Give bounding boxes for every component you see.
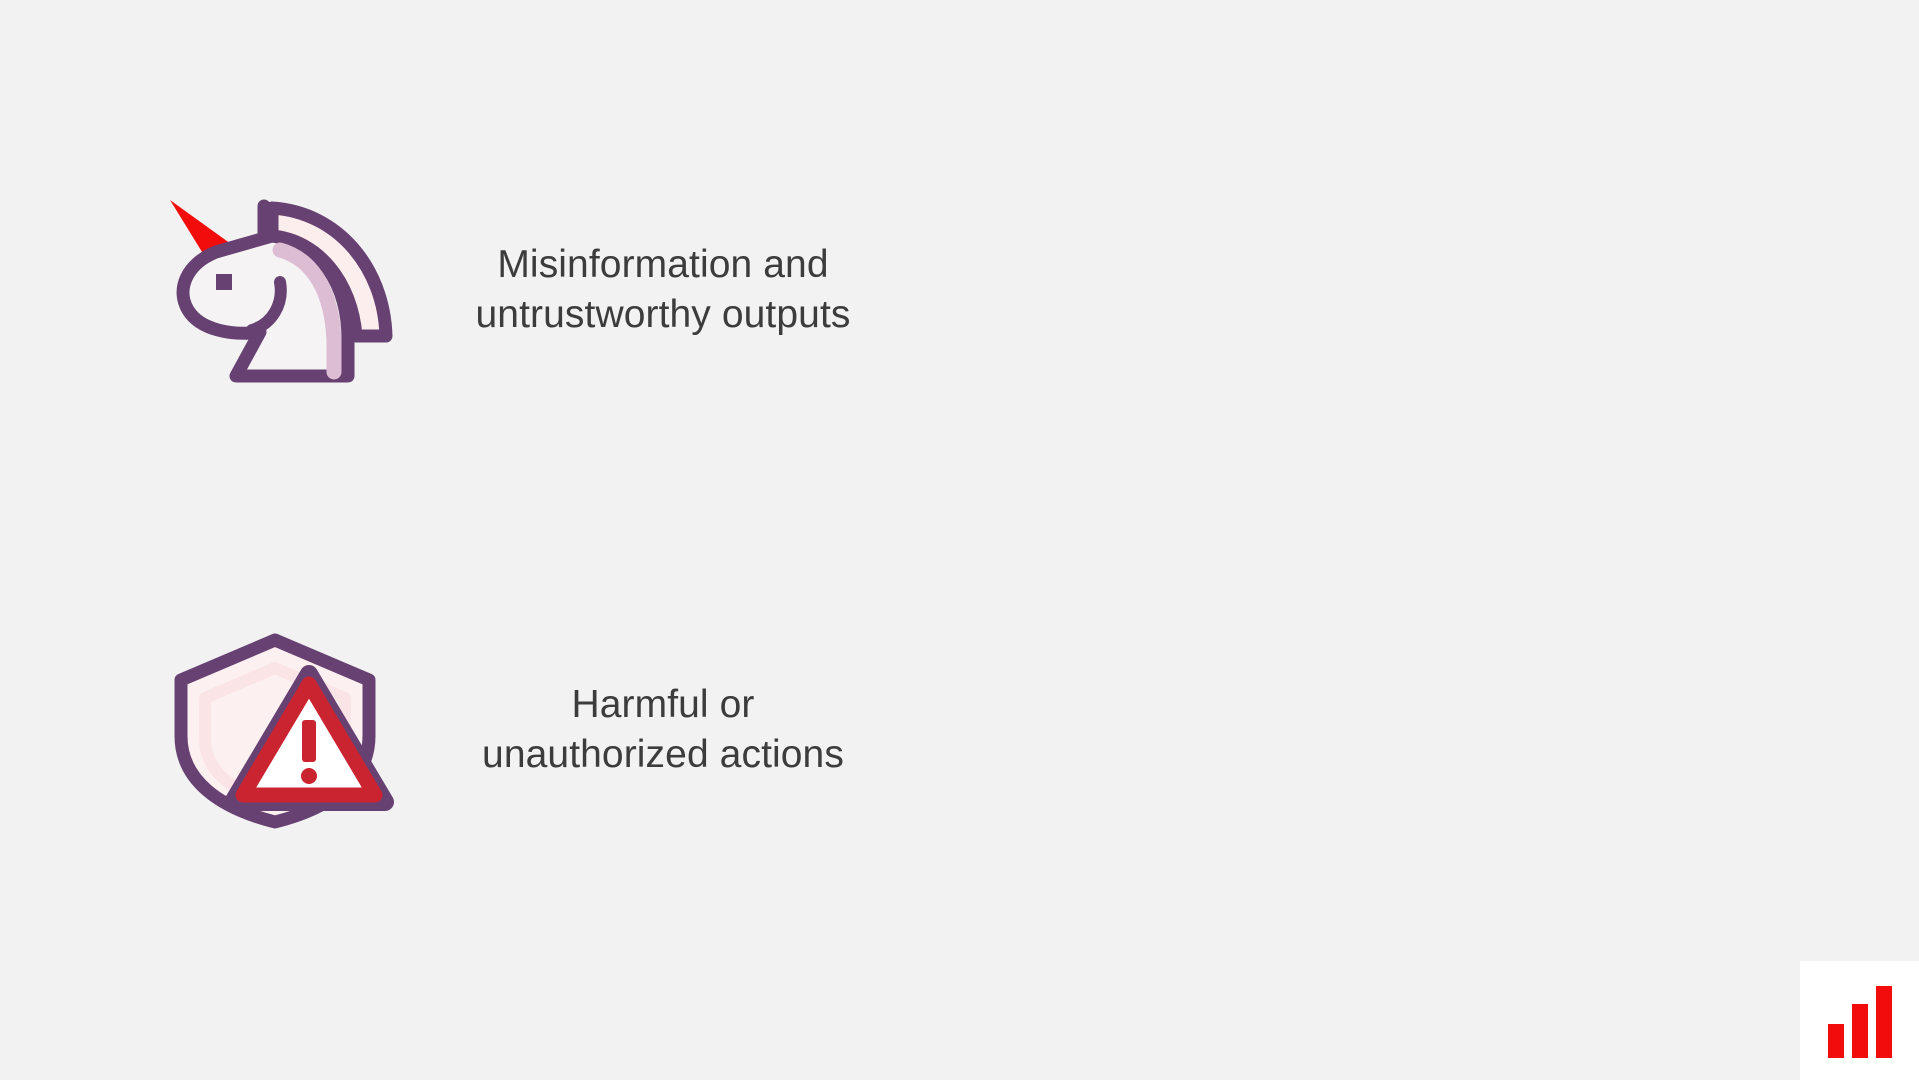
risk-item-misinformation: Misinformation and untrustworthy outputs (0, 105, 960, 395)
logo-bars (1827, 986, 1892, 1058)
logo-bar-1 (1827, 1024, 1844, 1058)
risk-label-harmful-actions: Harmful or unauthorized actions (482, 683, 844, 776)
logo-bar-2 (1851, 1004, 1868, 1058)
bar-chart-logo (1800, 961, 1919, 1080)
shield-warning-icon (160, 625, 400, 835)
risk-label-misinformation: Misinformation and untrustworthy outputs (475, 243, 851, 336)
logo-bar-3 (1875, 986, 1892, 1058)
unicorn-icon (160, 185, 400, 395)
risk-item-harmful-actions: Harmful or unauthorized actions (0, 595, 960, 835)
risk-item-unsafe-content: Unsafe or inappropriate content (960, 595, 1919, 835)
risk-item-data-leaks: Data leaks and PII exposure (960, 105, 1919, 395)
